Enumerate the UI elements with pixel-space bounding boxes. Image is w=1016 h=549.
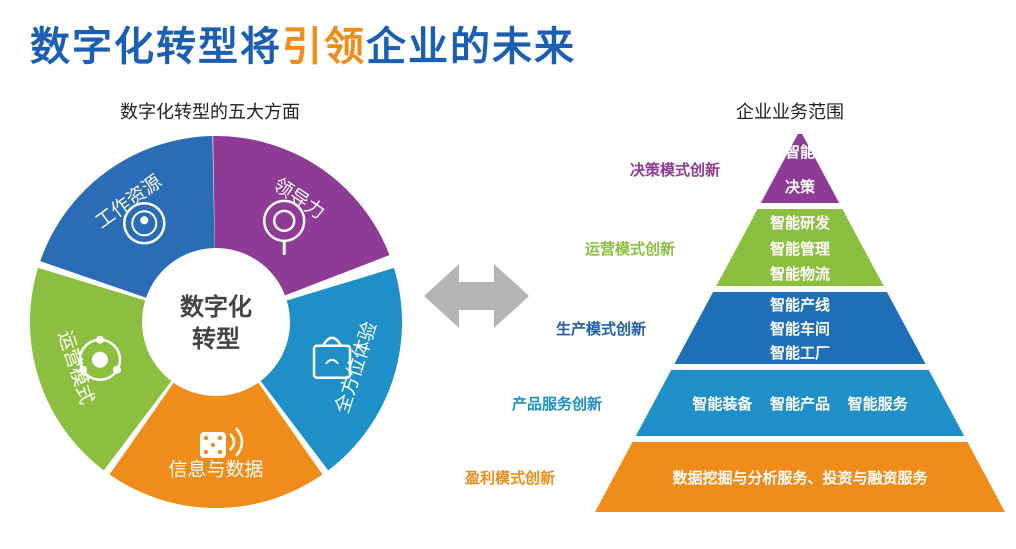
pyramid-tier-item: 智能装备	[692, 395, 753, 413]
page-title: 数字化转型将引领企业的未来	[30, 14, 576, 72]
wheel-segment-label: 信息与数据	[168, 459, 263, 481]
shopping-bag-icon	[312, 336, 352, 379]
pyramid-tier-item: 数据挖掘与分析服务、投资与融资服务	[672, 469, 928, 487]
pyramid-tier-1	[760, 134, 840, 203]
pyramid-tier-4	[635, 370, 965, 436]
wheel-center: 数字化转型	[146, 252, 286, 392]
wheel-segment-2: 全方位体验	[260, 267, 403, 471]
network-hub-icon	[78, 335, 122, 381]
wheel-segment-1: 领导力	[213, 136, 390, 296]
title-part-2: 企业的未来	[366, 24, 576, 70]
data-dice-icon	[200, 427, 244, 458]
wheel-center-line2: 转型	[192, 325, 240, 353]
pyramid-tier-item: 智能管理	[770, 239, 831, 258]
wheel-center-line1: 数字化	[180, 293, 252, 321]
title-part-1: 数字化转型将	[30, 24, 282, 70]
pyramid-tier-item: 智能	[785, 143, 816, 162]
people-circle-icon	[123, 202, 166, 245]
lightbulb-icon	[262, 199, 306, 255]
pyramid-tier-name: 运营模式创新	[585, 239, 676, 258]
wheel-subtitle: 数字化转型的五大方面	[120, 102, 300, 123]
pyramid-tier-item: 智能服务	[847, 395, 908, 413]
pyramid-tier-name: 产品服务创新	[512, 395, 603, 413]
pyramid-tier-item: 智能物流	[770, 265, 831, 284]
pyramid-tier-name: 生产模式创新	[556, 320, 647, 338]
pyramid-tier-3	[674, 292, 926, 364]
pyramid-tier-name: 决策模式创新	[630, 160, 721, 179]
pyramid-tier-5	[595, 442, 1005, 512]
wheel-segment-4: 运营模式	[29, 267, 172, 471]
pyramid-tier-item: 决策	[785, 177, 816, 196]
pyramid-tier-item: 智能车间	[770, 320, 831, 338]
wheel-segment-3: 信息与数据	[109, 382, 323, 509]
wheel-segment-5: 工作资源	[40, 136, 215, 298]
pyramid-tier-item: 智能产线	[770, 296, 831, 314]
title-highlight: 引领	[282, 24, 366, 70]
pyramid-tier-item: 智能研发	[770, 213, 831, 232]
pyramid-tier-item: 智能工厂	[770, 344, 831, 362]
pyramid-subtitle: 企业业务范围	[736, 102, 844, 123]
pyramid-tier-item: 智能产品	[770, 395, 831, 413]
pyramid-tier-2	[716, 209, 884, 286]
pyramid-tier-name: 盈利模式创新	[465, 469, 556, 487]
